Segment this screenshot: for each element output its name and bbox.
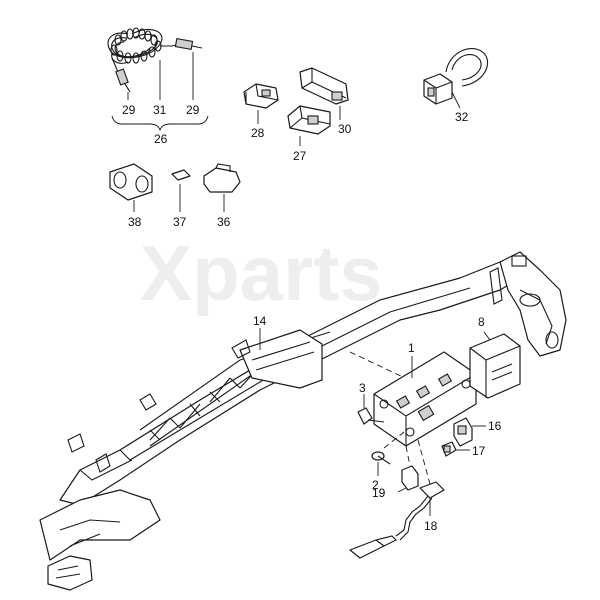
connector-17	[441, 441, 470, 457]
callout-16: 16	[488, 419, 502, 433]
watermark-text: Xparts	[140, 229, 383, 317]
connector-28	[243, 83, 279, 124]
crossbeam-14	[39, 251, 567, 591]
mounting-line	[349, 351, 406, 379]
connector-19	[397, 465, 419, 493]
sleeve-38	[109, 163, 153, 212]
callout-3: 3	[359, 381, 366, 395]
callout-29a: 29	[122, 103, 136, 117]
control-unit-1	[373, 351, 477, 447]
callout-36: 36	[217, 215, 231, 229]
callout-1: 1	[408, 341, 415, 355]
connector-16	[453, 417, 486, 447]
cap-36	[203, 163, 241, 212]
callout-19: 19	[372, 486, 386, 500]
ring-connector-32	[423, 48, 488, 109]
coiled-cable-part	[107, 27, 209, 132]
callout-26: 26	[154, 132, 168, 146]
harness-18	[349, 481, 445, 559]
insert-37	[171, 169, 191, 212]
callout-29b: 29	[186, 103, 200, 117]
callout-38: 38	[128, 215, 142, 229]
connector-30	[299, 67, 349, 120]
callout-37: 37	[173, 215, 187, 229]
callout-17: 17	[472, 444, 486, 458]
screw-2	[371, 431, 405, 476]
dash-line-19	[405, 445, 411, 467]
callout-31: 31	[153, 103, 167, 117]
callout-14: 14	[253, 314, 267, 328]
callout-28: 28	[251, 126, 265, 140]
callout-30: 30	[338, 122, 352, 136]
callout-32: 32	[455, 110, 469, 124]
callout-18: 18	[424, 519, 438, 533]
module-8	[469, 331, 521, 399]
callout-2: 2	[372, 478, 379, 492]
clip-3	[357, 394, 385, 425]
callout-27: 27	[293, 149, 307, 163]
callout-8: 8	[478, 315, 485, 329]
connector-27	[287, 105, 331, 146]
dash-line-18	[417, 439, 431, 485]
